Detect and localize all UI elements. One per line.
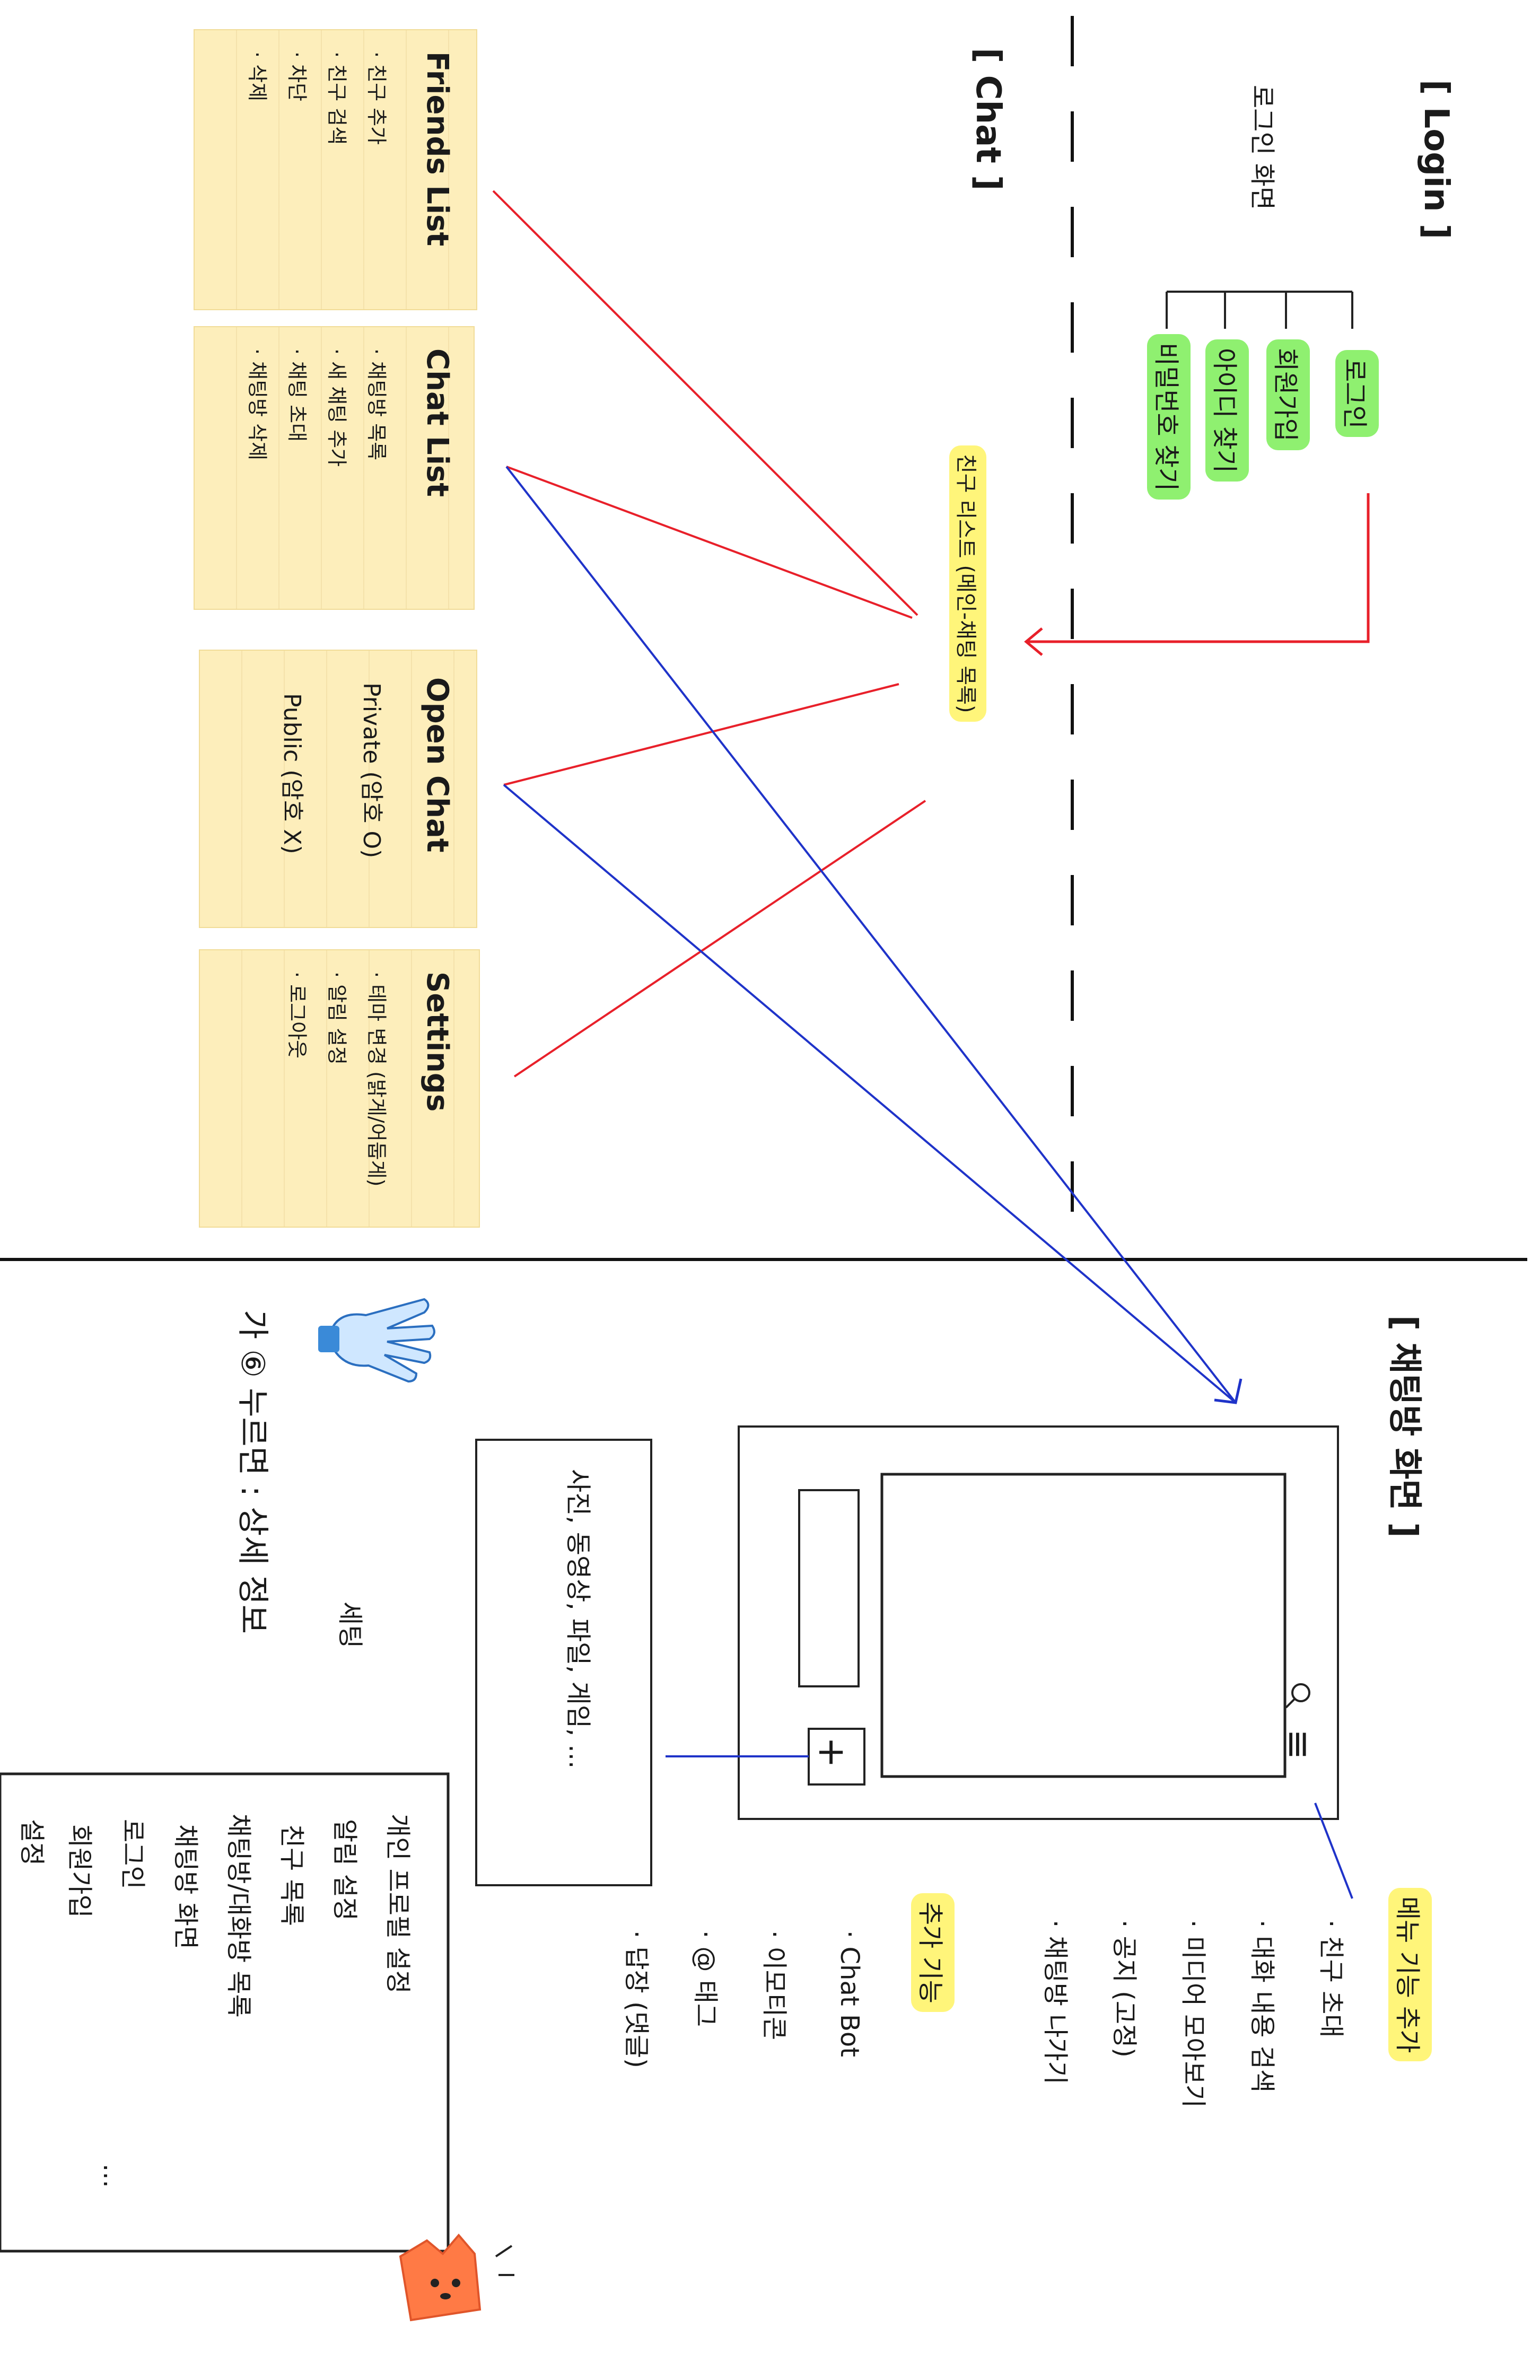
attach-box	[475, 1439, 652, 1886]
red-link-friends	[492, 190, 918, 616]
note-friends-item-1: · 친구 추가	[365, 51, 388, 145]
login-option-signup: 회원가입	[1266, 339, 1310, 450]
ref-item-7: 회원가입	[65, 1824, 94, 1918]
login-branch-label: 로그인 화면	[1247, 85, 1277, 211]
note-chatlist-item-2: · 새 채팅 추가	[325, 348, 348, 467]
menu-feature-2: · 대화 내용 검색	[1247, 1920, 1277, 2093]
fox-sticker-icon	[390, 2225, 517, 2338]
note-chat-list: Chat List · 채팅방 목록 · 새 채팅 추가 · 채팅 초대 · 채…	[194, 326, 475, 610]
extra-feature-4: · 답장 (댓글)	[622, 1930, 651, 2068]
menu-feature-5: · 채팅방 나가기	[1040, 1920, 1070, 2085]
blue-arrowhead	[1214, 1378, 1242, 1404]
red-link-openchat	[503, 683, 899, 786]
ref-item-2: 알림 설정	[330, 1819, 360, 1921]
ref-item-8: 설정	[17, 1819, 47, 1866]
extra-features-title: 추가 기능	[911, 1893, 955, 2012]
note-friends-item-4: · 삭제	[246, 51, 269, 102]
extra-feature-2: · 이모티콘	[759, 1930, 789, 2041]
note-openchat-title: Open Chat	[420, 677, 454, 853]
chatroom-menu-icon[interactable]: ≡	[1277, 1729, 1320, 1760]
blue-link-openchat	[503, 784, 1237, 1404]
login-option-find-pw: 비밀번호 찾기	[1147, 334, 1191, 500]
note-settings-item-1: · 테마 변경 (밝게/어둡게)	[365, 972, 388, 1187]
chatroom-title: [ 채팅방 화면 ]	[1385, 1315, 1424, 1538]
login-option-login: 로그인	[1335, 350, 1379, 438]
note-friends-list: Friends List · 친구 추가 · 친구 검색 · 차단 · 삭제	[194, 29, 477, 310]
note-open-chat: Open Chat Private (암호 O) Public (암호 X)	[199, 650, 477, 928]
extra-feature-3: · @ 태그	[690, 1930, 720, 2027]
red-link-chatlist	[506, 466, 913, 619]
ref-item-4: 채팅방/대화방 목록	[224, 1814, 253, 2018]
login-option-find-id: 아이디 찾기	[1205, 339, 1249, 482]
note-settings-item-3: · 로그아웃	[285, 972, 309, 1058]
menu-to-features-line	[1314, 1802, 1353, 1899]
blue-link-chatlist	[505, 466, 1237, 1404]
note-settings: Settings · 테마 변경 (밝게/어둡게) · 알림 설정 · 로그아웃	[199, 949, 480, 1228]
hand-note-sub: 세팅	[335, 1602, 365, 1649]
note-friends-item-3: · 차단	[285, 51, 309, 102]
login-title: [ Login ]	[1416, 80, 1456, 240]
reference-box	[0, 1772, 450, 2253]
attach-options-text: 사진, 동영상, 파일, 게임, ...	[563, 1469, 593, 1769]
main-friend-list-label: 친구 리스트 (메인-채팅 목록)	[949, 445, 986, 722]
note-friends-item-2: · 친구 검색	[325, 51, 348, 145]
note-chatlist-item-3: · 채팅 초대	[285, 348, 309, 442]
chatroom-top-box	[798, 1489, 860, 1687]
chat-title: [ Chat ]	[968, 48, 1008, 191]
chatroom-phone-frame	[738, 1425, 1339, 1820]
note-chatlist-title: Chat List	[420, 348, 454, 497]
ref-item-6: 로그인	[118, 1819, 147, 1889]
red-link-settings	[513, 800, 926, 1078]
note-chatlist-item-1: · 채팅방 목록	[365, 348, 388, 461]
chatroom-message-area	[880, 1473, 1287, 1778]
menu-feature-3: · 미디어 모아보기	[1178, 1920, 1208, 2108]
menu-feature-1: · 친구 초대	[1316, 1920, 1346, 2038]
note-chatlist-item-4: · 채팅방 삭제	[246, 348, 269, 461]
ref-ellipsis: ...	[98, 2164, 127, 2188]
login-to-main-arrow	[1026, 493, 1370, 643]
extra-feature-1: · Chat Bot	[835, 1930, 864, 2058]
chatroom-search-icon[interactable]	[1283, 1681, 1312, 1711]
menu-feature-4: · 공지 (고정)	[1109, 1920, 1139, 2058]
menu-features-title: 메뉴 기능 추가	[1388, 1888, 1432, 2062]
hand-note-text: 가 ⑥ 누르면 : 상세 정보	[234, 1310, 271, 1634]
login-to-main-arrowhead	[1024, 627, 1043, 656]
note-settings-title: Settings	[420, 972, 454, 1112]
note-settings-item-2: · 알림 설정	[325, 972, 348, 1065]
ref-item-3: 친구 목록	[277, 1824, 307, 1926]
chatroom-plus-button[interactable]: +	[810, 1737, 854, 1768]
hand-icon	[318, 1289, 440, 1392]
note-openchat-item-2: Public (암호 X)	[278, 693, 305, 854]
ref-item-5: 채팅방 화면	[171, 1824, 200, 1950]
note-openchat-item-1: Private (암호 O)	[358, 682, 385, 859]
ref-item-1: 개인 프로필 설정	[383, 1814, 413, 1994]
note-friends-title: Friends List	[420, 51, 454, 247]
